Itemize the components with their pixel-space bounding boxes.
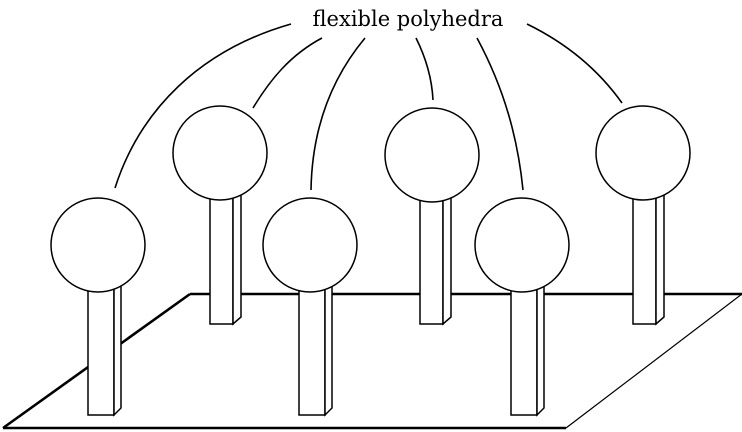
post-stem-side — [324, 276, 333, 417]
post-back-1 — [172, 105, 268, 326]
flexible-polyhedron-ball — [384, 107, 480, 203]
leader-lines — [114, 23, 623, 191]
post-stem — [87, 284, 115, 416]
post-front-2 — [262, 197, 358, 417]
leader-line-6 — [526, 23, 623, 104]
plate-right-edge — [565, 293, 742, 429]
leader-line-4 — [415, 37, 434, 101]
leader-line-1 — [114, 23, 292, 189]
flexible-polyhedron-ball — [262, 197, 358, 293]
flexible-polyhedron-ball — [474, 197, 570, 293]
post-stem — [419, 196, 444, 325]
post-front-3 — [474, 197, 570, 417]
post-stem-side — [655, 188, 665, 326]
leader-line-5 — [476, 37, 524, 191]
flexible-polyhedron-ball — [595, 105, 691, 201]
post-stem — [209, 196, 234, 325]
diagram-label: flexible polyhedra — [313, 7, 504, 31]
post-stem-side — [113, 276, 122, 417]
post-back-3 — [595, 105, 691, 326]
post-stem — [298, 284, 326, 416]
leader-line-2 — [252, 37, 323, 109]
leader-line-3 — [310, 37, 366, 191]
post-stem-side — [232, 188, 242, 326]
base-plate-thin — [565, 293, 742, 429]
post-back-2 — [384, 107, 480, 326]
post-stem-side — [536, 276, 545, 417]
flexible-polyhedron-ball — [50, 197, 146, 293]
post-front-1 — [50, 197, 146, 417]
post-stem-side — [442, 188, 452, 326]
post-stem — [632, 196, 657, 325]
flexible-polyhedron-ball — [172, 105, 268, 201]
post-stem — [510, 284, 538, 416]
